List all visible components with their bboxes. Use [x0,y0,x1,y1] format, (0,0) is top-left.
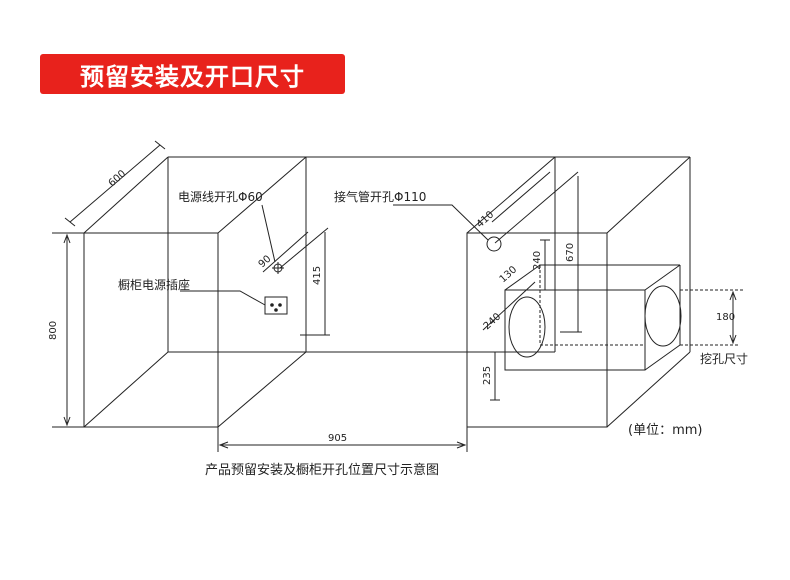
dim-height [52,232,84,428]
label-unit: (单位：mm) [628,423,702,438]
dim-cut-180-value: 180 [716,312,735,323]
dim-cut-240 [482,281,536,331]
label-power-hole: 电源线开孔Φ60 [178,190,263,204]
duct-cutout [504,264,682,371]
gas-hole [486,236,502,252]
dim-width-value: 905 [328,433,347,444]
dim-power-offset [262,231,309,273]
dim-gas-240 [540,239,550,290]
dim-power-height [279,227,330,336]
dim-gas-height-value: 670 [565,243,576,262]
section-title: 预留安装及开口尺寸 [40,54,345,94]
dim-gas-offset [491,171,551,223]
diagram-caption: 产品预留安装及橱柜开孔位置尺寸示意图 [205,462,439,478]
left-cabinet [83,156,307,428]
dim-gas-height [494,171,582,333]
dim-depth-value: 600 [107,168,129,189]
label-cut-size: 挖孔尺寸 [700,351,748,366]
dim-width [217,427,468,452]
dim-gas-offset-value: 410 [475,209,497,230]
dim-height-value: 800 [48,321,59,340]
right-cabinet [466,156,691,428]
dim-depth [64,140,166,227]
label-gas-hole: 接气管开孔Φ110 [334,189,426,204]
dim-power-offset-value: 90 [257,254,274,271]
dim-gas-240-value: 240 [532,251,543,270]
dim-cut-180 [680,289,745,345]
dim-cut-235 [490,352,500,401]
dim-cut-235-value: 235 [482,366,493,385]
power-socket [264,296,288,315]
dim-power-height-value: 415 [312,266,323,285]
label-socket: 橱柜电源插座 [118,277,190,292]
